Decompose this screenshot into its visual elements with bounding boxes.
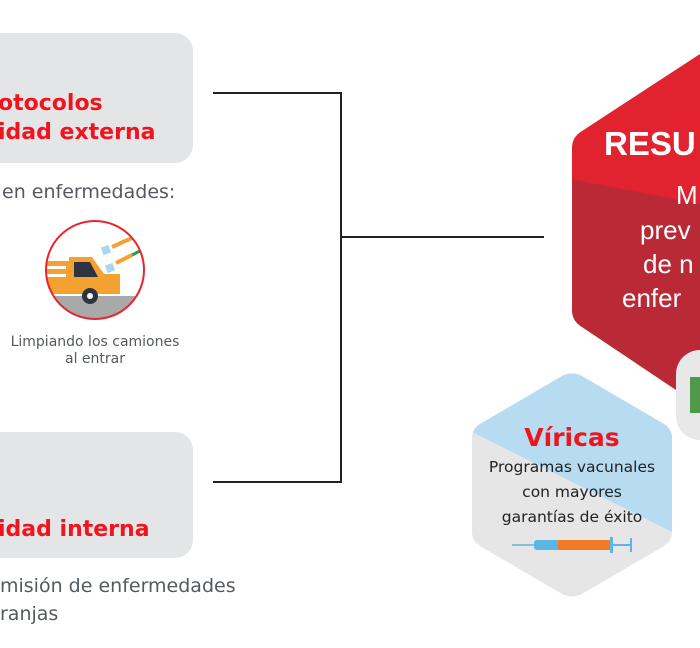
connector-vertical	[340, 92, 342, 483]
syringe-icon	[512, 537, 632, 553]
internal-title: idad interna	[0, 517, 150, 542]
internal-protocols-box: idad interna	[0, 432, 193, 558]
external-caption-line1: Limpiando los camiones	[10, 334, 180, 350]
result-hexagon	[572, 54, 700, 406]
viral-line3: garantías de éxito	[501, 508, 643, 526]
external-subtitle: en enfermedades:	[2, 181, 176, 203]
external-title-line1: otocolos	[0, 91, 103, 116]
result-line1: M	[676, 180, 698, 210]
result-line4: enfer	[622, 283, 682, 313]
result-line2: prev	[640, 215, 691, 245]
external-caption-line2: al entrar	[65, 351, 125, 367]
truck-washing-icon	[45, 220, 145, 320]
result-title: RESU	[604, 125, 696, 162]
internal-desc-line2: ranjas	[0, 603, 59, 625]
connector-middle	[340, 236, 544, 238]
connector-bottom	[213, 481, 342, 483]
result-line3: de n	[643, 249, 694, 279]
viral-hexagon	[472, 373, 672, 597]
external-title-line2: idad externa	[0, 120, 156, 145]
internal-desc-line1: misión de enfermedades	[0, 575, 236, 597]
viral-line2: con mayores	[522, 483, 622, 501]
connector-top	[213, 92, 342, 94]
external-protocols-box: otocolos idad externa	[0, 33, 193, 163]
viral-line1: Programas vacunales	[488, 458, 656, 476]
green-badge-circle	[676, 350, 700, 440]
viral-title: Víricas	[524, 423, 620, 452]
green-square-icon	[690, 377, 700, 413]
